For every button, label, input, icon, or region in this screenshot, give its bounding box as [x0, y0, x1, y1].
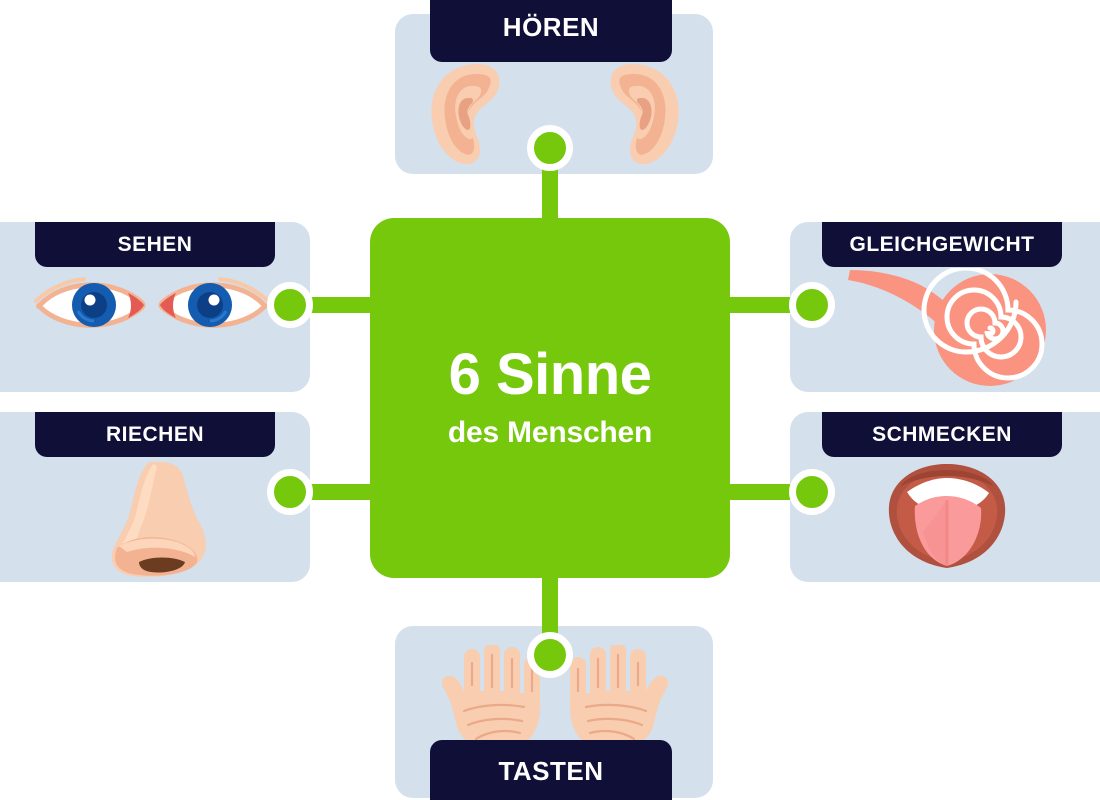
sense-label-schmecken[interactable]: SCHMECKEN — [822, 412, 1062, 457]
sense-label-tasten[interactable]: TASTEN — [430, 740, 672, 800]
connector-dot-schmecken[interactable] — [789, 469, 835, 515]
page-title: 6 Sinne — [448, 342, 652, 407]
connector-dot-gleichgewicht[interactable] — [789, 282, 835, 328]
connector-dot-hoeren[interactable] — [527, 125, 573, 171]
sense-label-hoeren[interactable]: HÖREN — [430, 0, 672, 62]
center-hub: 6 Sinne des Menschen — [370, 218, 730, 578]
page-subtitle: des Menschen — [447, 416, 653, 449]
connector-dot-riechen[interactable] — [267, 469, 313, 515]
connector-dot-sehen[interactable] — [267, 282, 313, 328]
sense-label-gleichgewicht[interactable]: GLEICHGEWICHT — [822, 222, 1062, 267]
sense-label-riechen[interactable]: RIECHEN — [35, 412, 275, 457]
sense-label-sehen[interactable]: SEHEN — [35, 222, 275, 267]
connector-dot-tasten[interactable] — [527, 632, 573, 678]
